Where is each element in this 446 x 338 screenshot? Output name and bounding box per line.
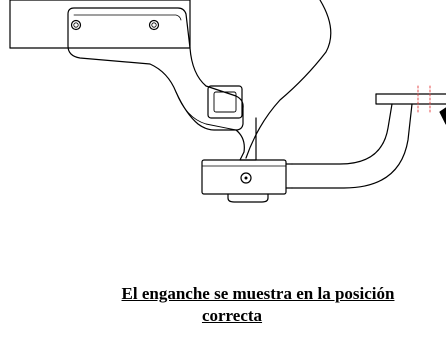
- drawbar-shank: [291, 103, 413, 189]
- bolt-hole-left: [70, 19, 82, 31]
- caption-line-2: correcta: [201, 306, 263, 325]
- receiver-box: [201, 159, 293, 203]
- figure-caption: El enganche se muestra en la posición co…: [0, 283, 446, 327]
- ball-mount-plate: [375, 85, 446, 125]
- hitch-diagram: [9, 0, 446, 203]
- mounting-bracket: [67, 7, 244, 131]
- sweep-curve: [245, 0, 332, 159]
- caption-line-1: El enganche se muestra en la posición: [121, 284, 395, 303]
- square-tube-section: [207, 85, 243, 119]
- bolt-hole-right: [148, 19, 160, 31]
- frame-rail: [9, 0, 191, 49]
- hitch-pin: [240, 172, 252, 184]
- drop-arm: [175, 91, 257, 161]
